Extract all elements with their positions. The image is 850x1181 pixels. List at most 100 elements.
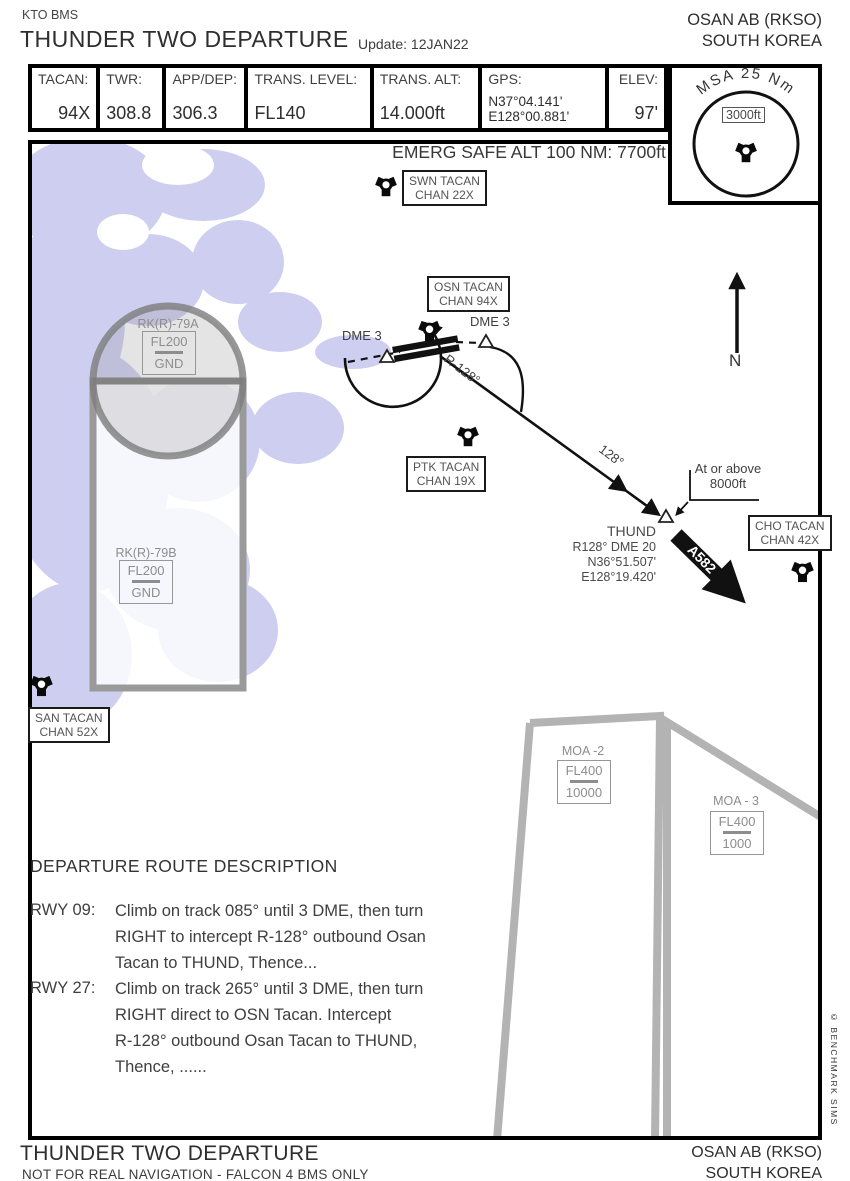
rk79a-upper: FL200 — [150, 334, 188, 349]
ptk-tacan-name: PTK TACAN — [413, 460, 480, 474]
runway-symbol — [392, 335, 460, 363]
appdep-value: 306.3 — [172, 103, 218, 123]
msa-box: MSA 25 Nm — [668, 64, 822, 205]
chart-map-canvas — [28, 140, 822, 1140]
moa2-name: MOA -2 — [561, 744, 605, 758]
rwy27-description: Climb on track 265° until 3 DME, then tu… — [115, 976, 423, 1080]
rwy09-line2: RIGHT to intercept R-128° outbound Osan — [115, 928, 426, 946]
cho-tacan-icon — [789, 560, 816, 584]
trans-alt-cell: TRANS. ALT: 14.000ft — [374, 68, 483, 128]
airport-name: OSAN AB (RKSO) — [687, 11, 822, 29]
tacan-value: 94X — [58, 103, 91, 123]
footer-airport: OSAN AB (RKSO) — [691, 1144, 822, 1161]
moa3-upper: FL400 — [718, 814, 756, 829]
san-tacan-box: SAN TACAN CHAN 52X — [28, 707, 110, 743]
twr-label: TWR: — [106, 71, 142, 87]
rk79b-altitude-box: FL200 GND — [119, 560, 173, 604]
elev-label: ELEV: — [618, 71, 659, 87]
elev-value: 97' — [634, 103, 659, 123]
moa3-lower: 1000 — [722, 835, 752, 851]
trans-level-cell: TRANS. LEVEL: FL140 — [248, 68, 374, 128]
dme3-left-triangle — [378, 348, 396, 363]
twr-cell: TWR: 308.8 — [100, 68, 167, 128]
osn-tacan-box: OSN TACAN CHAN 94X — [427, 276, 510, 312]
emergency-safe-altitude: EMERG SAFE ALT 100 NM: 7700ft — [392, 142, 666, 162]
thund-fix-radial: R128° DME 20 — [572, 540, 656, 554]
tacan-cell: TACAN: 94X — [32, 68, 101, 128]
footer-disclaimer: NOT FOR REAL NAVIGATION - FALCON 4 BMS O… — [22, 1167, 369, 1181]
altitude-constraint: At or above 8000ft — [690, 461, 766, 491]
airport-country: SOUTH KOREA — [701, 32, 822, 50]
footer-country: SOUTH KOREA — [705, 1165, 822, 1181]
rk79a-lower: GND — [154, 355, 184, 371]
swn-tacan-icon — [373, 175, 399, 198]
waypoint-triangles — [378, 333, 675, 523]
appdep-cell: APP/DEP: 306.3 — [166, 68, 249, 128]
twr-value: 308.8 — [106, 103, 152, 123]
gps-lon: E128°00.881' — [488, 109, 570, 124]
ptk-tacan-icon — [455, 425, 481, 448]
airway-a582-arrow — [670, 529, 746, 604]
ptk-tacan-chan: CHAN 19X — [416, 474, 476, 488]
trans-alt-value: 14.000ft — [379, 103, 445, 123]
dme3-dashed-left — [347, 350, 401, 364]
rwy27-line1: Climb on track 265° until 3 DME, then tu… — [115, 980, 424, 998]
moa-areas — [493, 711, 822, 1140]
osn-tacan-name: OSN TACAN — [434, 280, 503, 294]
publisher-label: KTO BMS — [22, 8, 79, 22]
san-tacan-chan: CHAN 52X — [39, 725, 99, 739]
msa-diagram: MSA 25 Nm — [692, 65, 800, 198]
rk79b-lower: GND — [131, 584, 161, 600]
swn-tacan-chan: CHAN 22X — [415, 188, 474, 202]
constraint-leader-line — [689, 470, 759, 501]
rk79b-upper: FL200 — [127, 563, 165, 578]
moa3-name: MOA - 3 — [713, 794, 759, 808]
ptk-tacan-box: PTK TACAN CHAN 19X — [406, 456, 487, 492]
dme3-dashed-right — [455, 340, 481, 345]
airport-header: OSAN AB (RKSO) SOUTH KOREA — [687, 10, 822, 52]
cho-tacan-name: CHO TACAN — [755, 519, 825, 533]
moa3-altitude-box: FL400 1000 — [710, 811, 764, 855]
swn-tacan-box: SWN TACAN CHAN 22X — [402, 170, 487, 206]
msa-tacan-icon — [733, 141, 759, 164]
rwy09-label: RWY 09: — [30, 901, 96, 919]
cho-tacan-chan: CHAN 42X — [760, 533, 820, 547]
gps-label: GPS: — [488, 71, 522, 87]
trans-level-value: FL140 — [254, 103, 306, 123]
trans-level-label: TRANS. LEVEL: — [254, 71, 358, 87]
swn-tacan-name: SWN TACAN — [409, 174, 480, 188]
dme3-right-label: DME 3 — [470, 314, 510, 329]
moa2-lower: 10000 — [565, 784, 603, 800]
rwy09-description: Climb on track 085° until 3 DME, then tu… — [115, 898, 426, 976]
moa-2-outline — [529, 711, 665, 1140]
rwy09-line3: Tacan to THUND, Thence... — [115, 954, 318, 972]
north-label: N — [729, 351, 742, 370]
svg-text:MSA 25 Nm: MSA 25 Nm — [693, 68, 798, 98]
footer-airport-block: OSAN AB (RKSO) SOUTH KOREA — [691, 1142, 822, 1181]
rk79b-name: RK(R)-79B — [115, 546, 177, 560]
radial-128-line-tip — [624, 488, 661, 517]
constraint-arrow — [675, 501, 689, 516]
rwy27-line4: Thence, ...... — [115, 1058, 207, 1076]
footer-title: THUNDER TWO DEPARTURE — [20, 1142, 319, 1165]
constraint-altitude: 8000ft — [709, 476, 747, 491]
thund-fix-lat: N36°51.507' — [587, 555, 656, 569]
update-date: Update: 12JAN22 — [358, 36, 469, 52]
thund-triangle — [657, 508, 675, 523]
rk79a-name: RK(R)-79A — [137, 317, 199, 331]
trans-alt-label: TRANS. ALT: — [379, 71, 462, 87]
dme3-left-label: DME 3 — [342, 328, 382, 343]
cho-tacan-box: CHO TACAN CHAN 42X — [748, 515, 832, 551]
thund-fix-block: THUND R128° DME 20 N36°51.507' E128°19.4… — [552, 523, 656, 585]
rwy27-line2: RIGHT direct to OSN Tacan. Intercept — [115, 1006, 392, 1024]
moa-2-left-edge — [493, 722, 534, 1140]
moa2-upper: FL400 — [565, 763, 603, 778]
rwy09-turn-path — [489, 345, 525, 413]
thund-fix-name: THUND — [607, 523, 656, 539]
gps-cell: GPS: N37°04.141' E128°00.881' — [482, 68, 609, 128]
osn-tacan-chan: CHAN 94X — [439, 294, 498, 308]
dme3-right-triangle — [477, 333, 495, 348]
gps-lat: N37°04.141' — [488, 94, 563, 109]
restricted-area-rk79 — [89, 302, 247, 692]
